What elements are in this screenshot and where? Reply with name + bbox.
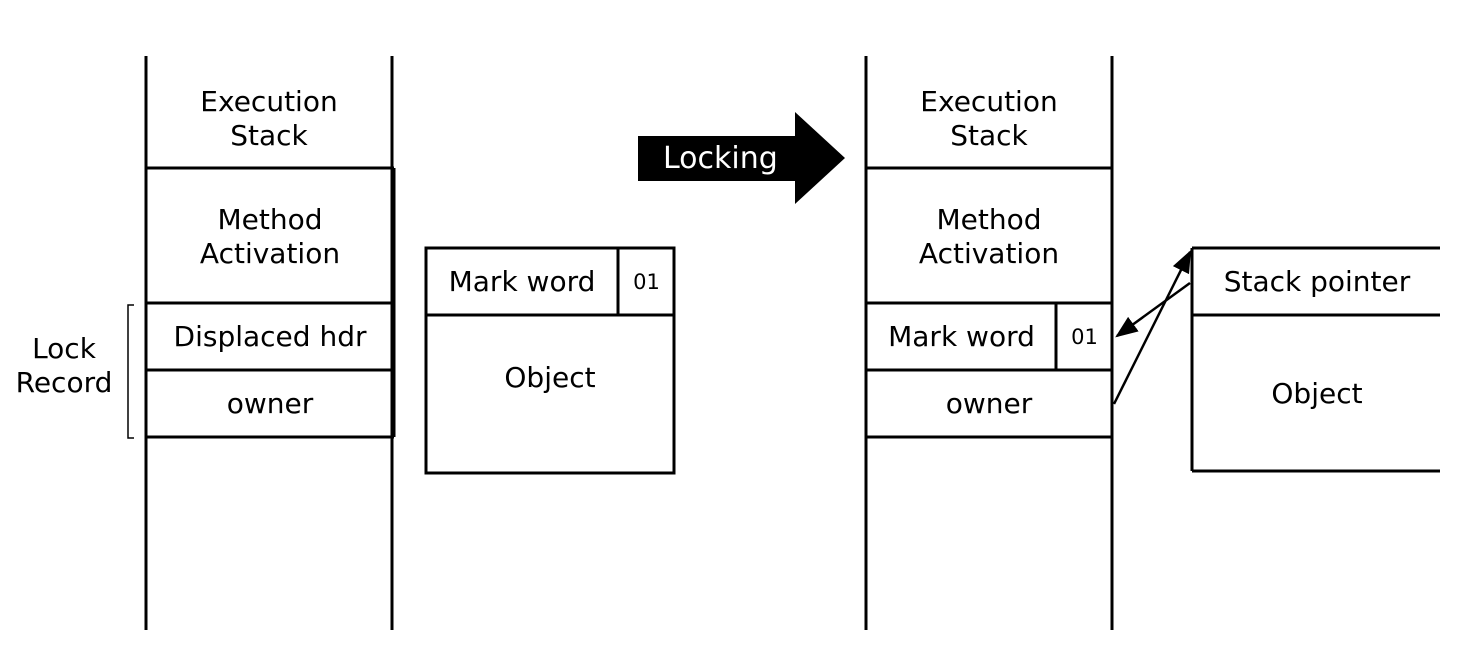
left-lock-bits-label: 01 (633, 270, 660, 294)
lock-record-label: Lock Record (15, 332, 113, 399)
left-execution-stack-label: Execution Stack (200, 85, 338, 152)
left-method-activation-label: Method Activation (199, 203, 341, 270)
right-lock-bits-label: 01 (1071, 325, 1098, 349)
left-displaced-hdr-label: Displaced hdr (173, 320, 367, 353)
right-execution-stack-label: Execution Stack (920, 85, 1058, 152)
right-object-label: Object (1271, 377, 1363, 410)
locking-arrow-label: Locking (663, 141, 778, 176)
owner-to-object-arrow (1112, 249, 1192, 405)
left-object-box (424, 246, 676, 475)
right-mark-word-label: Mark word (888, 320, 1035, 353)
right-method-activation-label: Method Activation (918, 203, 1060, 270)
right-stack-pointer-label: Stack pointer (1223, 265, 1411, 298)
lock-record-bracket (127, 304, 134, 439)
left-object-label: Object (504, 361, 596, 394)
stack-pointer-to-mark-word-arrow (1115, 281, 1191, 338)
right-owner-label: owner (945, 387, 1033, 420)
locking-arrow-shape (638, 112, 845, 204)
left-mark-word-label: Mark word (448, 265, 596, 298)
left-owner-label: owner (226, 387, 314, 420)
